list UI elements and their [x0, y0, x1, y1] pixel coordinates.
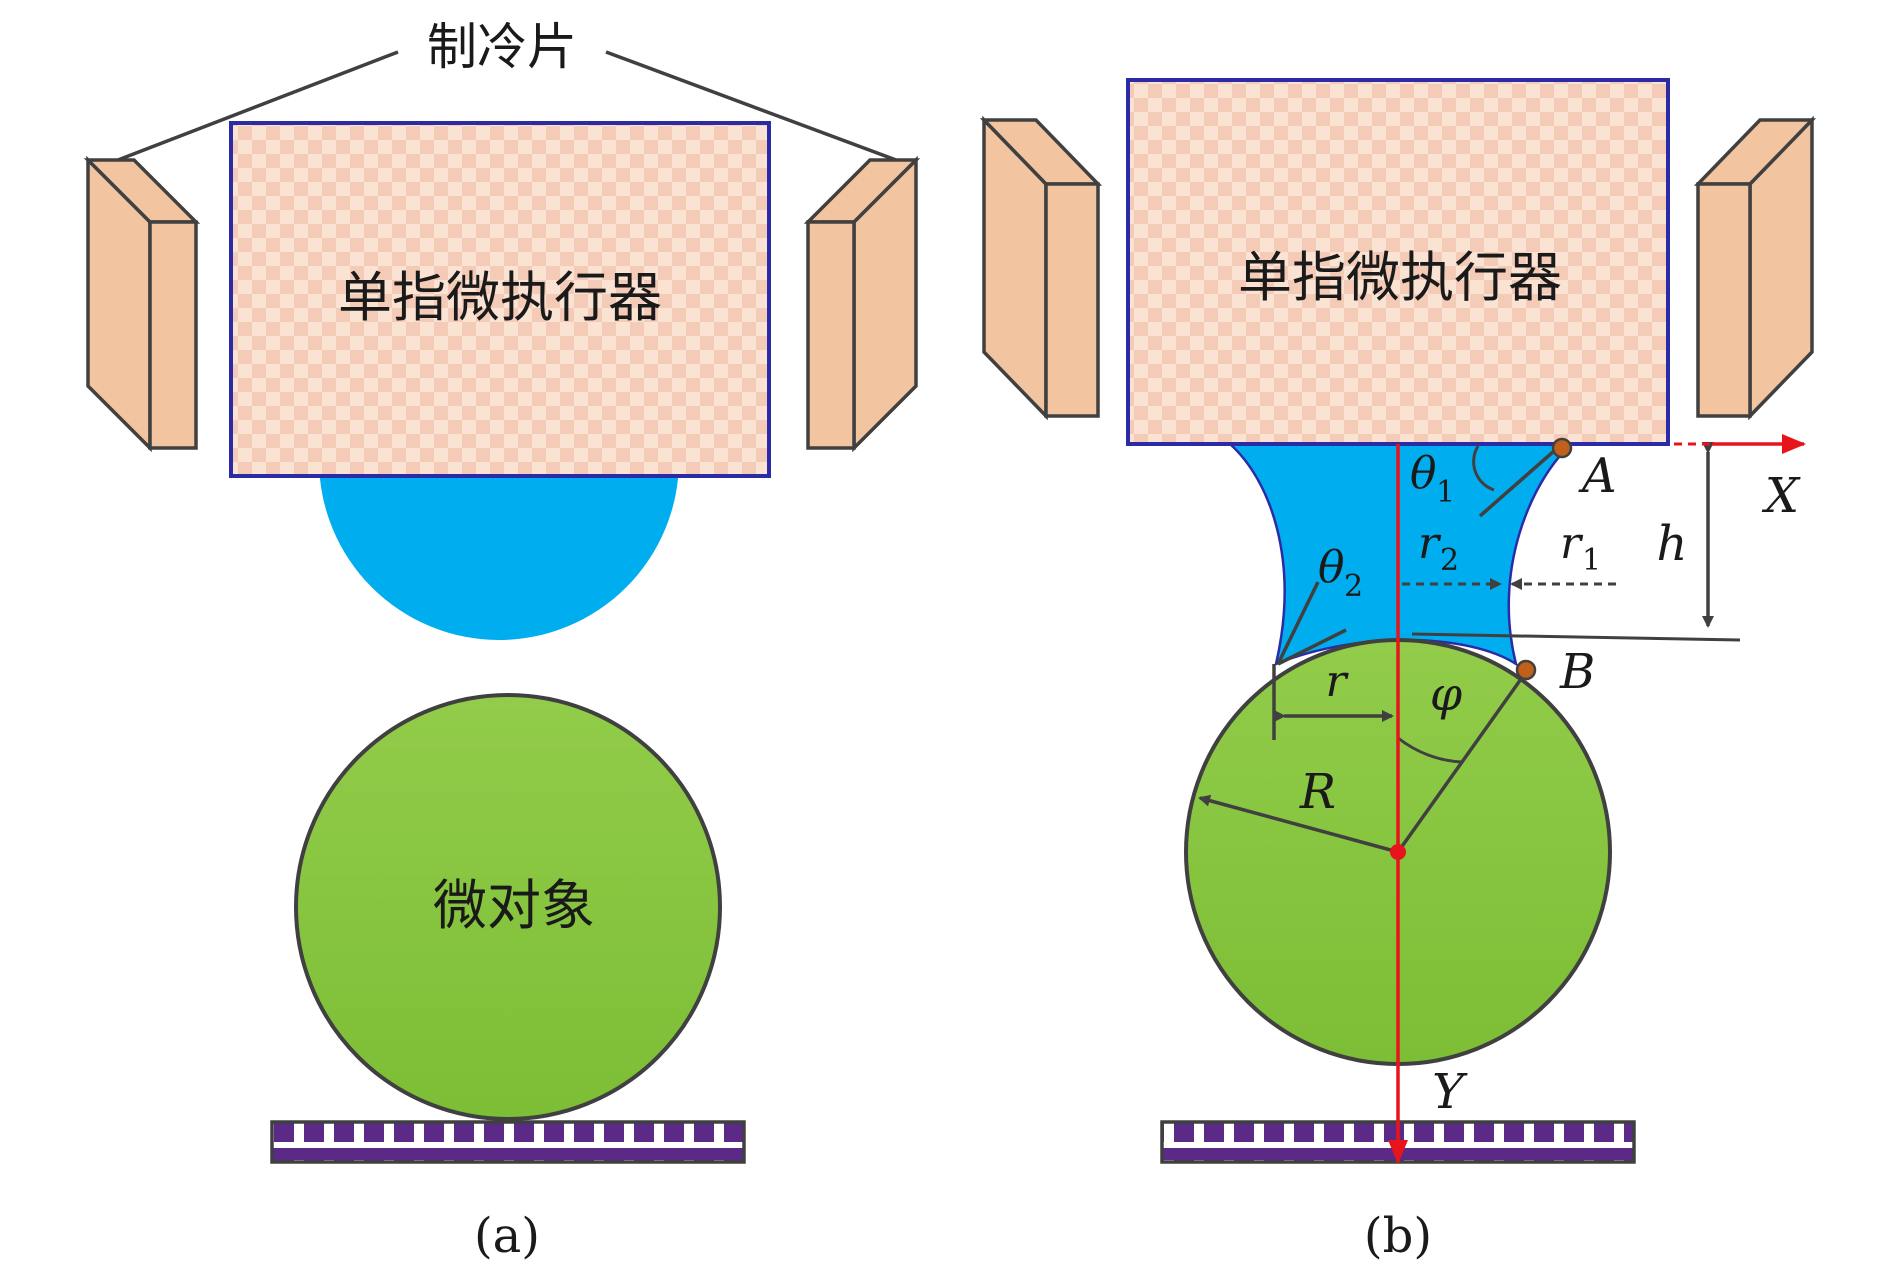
actuator-label-b: 单指微执行器 — [1238, 246, 1562, 309]
label-theta1: θ — [1410, 448, 1437, 499]
theta1-tangent — [1478, 442, 1564, 518]
label-a: A — [1578, 448, 1617, 504]
label-big-r: R — [1299, 764, 1336, 820]
label-r1-sub: 1 — [1582, 543, 1601, 578]
label-r1: r — [1560, 518, 1584, 569]
label-theta2: θ — [1318, 542, 1345, 593]
cooling-leader-right — [605, 50, 897, 162]
label-r: r — [1325, 656, 1349, 707]
liquid-bridge — [1226, 442, 1576, 667]
cooling-plate-right-a — [803, 155, 921, 453]
caption-b: (b) — [1364, 1208, 1432, 1264]
theta2-tangent — [1276, 581, 1320, 665]
cooling-label: 制冷片 — [427, 18, 577, 76]
phi-arc — [1397, 736, 1463, 764]
actuator-label-a: 单指微执行器 — [338, 266, 662, 329]
theta2-sphere-tangent — [1277, 628, 1347, 666]
r-radius-arrow — [1198, 794, 1399, 854]
cooling-leader-left — [117, 50, 399, 162]
panel-b: 单指微执行器 h θ 1 A θ 2 — [979, 78, 1817, 1264]
actuator-block-a — [229, 121, 771, 478]
label-b: B — [1559, 644, 1595, 700]
label-theta1-sub: 1 — [1436, 475, 1455, 510]
caption-a: (a) — [474, 1208, 540, 1264]
point-a — [1551, 437, 1573, 459]
label-x: X — [1761, 468, 1801, 524]
cooling-plate-left-b — [979, 115, 1103, 421]
label-h: h — [1657, 516, 1688, 572]
label-r2: r — [1418, 518, 1442, 569]
label-y: Y — [1432, 1064, 1468, 1120]
label-theta2-sub: 2 — [1344, 569, 1363, 604]
cooling-plate-right-b — [1693, 115, 1817, 421]
contact-reference-line — [1411, 632, 1741, 642]
sphere-center — [1390, 844, 1406, 860]
actuator-block-b — [1126, 78, 1670, 446]
panel-a: 单指微执行器 制冷片 微对象 (a) — [83, 18, 921, 1264]
cooling-plate-left-a — [83, 155, 201, 453]
object-label: 微对象 — [433, 874, 595, 937]
substrate-a — [270, 1120, 746, 1164]
theta1-arc — [1472, 445, 1495, 492]
label-phi: φ — [1430, 667, 1463, 721]
label-r2-sub: 2 — [1440, 543, 1459, 578]
point-b — [1515, 659, 1537, 681]
micro-object-a — [294, 693, 722, 1121]
